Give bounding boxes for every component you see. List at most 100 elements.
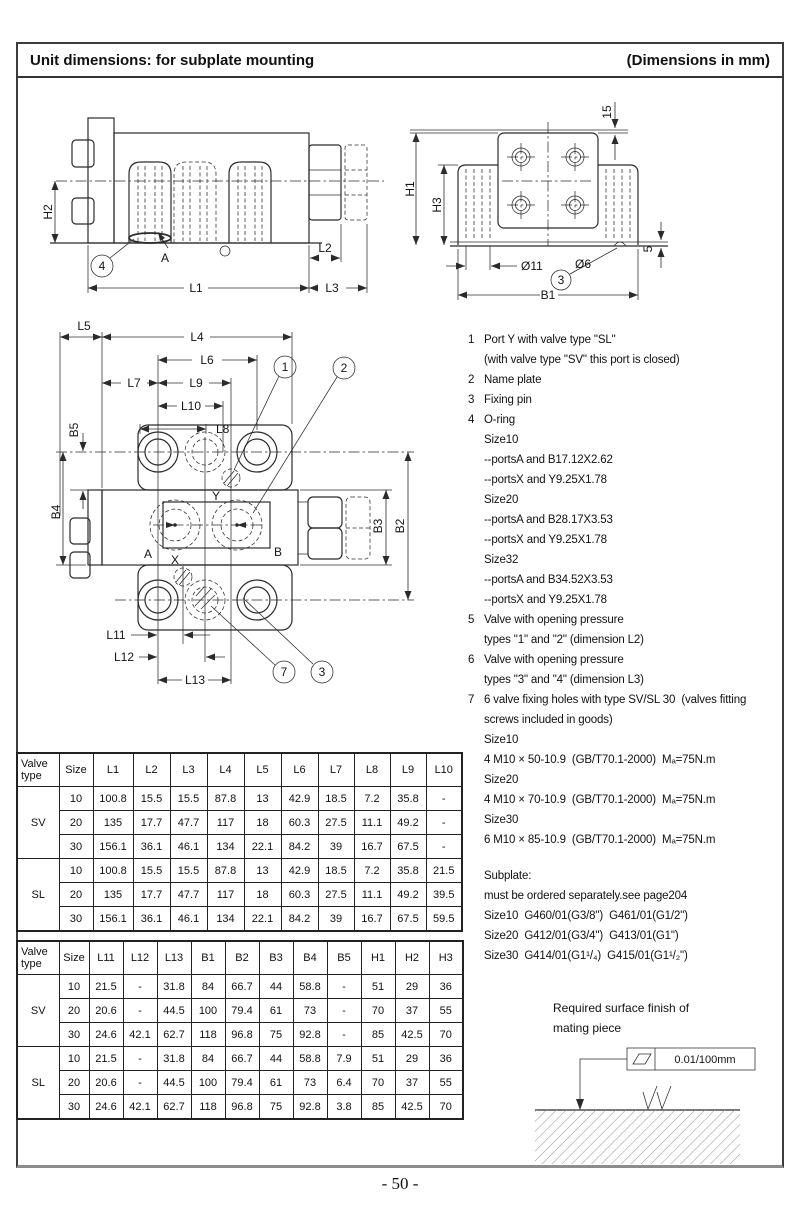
dimension-cell: 7.2: [353, 786, 391, 811]
callout-4: 4: [99, 259, 106, 273]
dim-label-dia6: Ø6: [575, 257, 591, 271]
note-line: Size20 G412/01(G3/4") G413/01(G1"): [468, 926, 790, 946]
dimension-cell: 117: [206, 810, 245, 835]
note-text: --portsA and B28.17X3.53: [484, 514, 613, 526]
dimension-cell: 134: [206, 834, 245, 859]
dimension-cell: 36.1: [132, 906, 171, 932]
note-text: --portsX and Y9.25X1.78: [484, 534, 607, 546]
note-text: --portsA and B17.12X2.62: [484, 454, 613, 466]
dimension-cell: 21.5: [425, 858, 463, 883]
note-text: Fixing pin: [484, 394, 532, 406]
column-header: L2: [132, 752, 171, 787]
callout-2: 2: [341, 361, 348, 375]
units-label: (Dimensions in mm): [626, 51, 770, 69]
note-number: 2: [468, 374, 475, 386]
dimension-cell: 7.2: [353, 858, 391, 883]
column-header: L4: [206, 752, 245, 787]
dimension-cell: 44.5: [156, 1070, 192, 1095]
note-number: [468, 906, 484, 926]
note-text: Size30 G414/01(G1¹/₄) G415/01(G1¹/₂"): [484, 950, 688, 962]
dimension-cell: 30: [58, 1094, 90, 1120]
dimension-cell: 20.6: [88, 998, 124, 1023]
dimension-cell: 39.5: [425, 882, 463, 907]
dimension-cell: 20: [58, 1070, 90, 1095]
column-header: L3: [169, 752, 208, 787]
note-text: O-ring: [484, 414, 516, 426]
column-header: H3: [428, 940, 464, 975]
note-text: 4 M10 × 70-10.9 (GB/T70.1-2000) Mₐ=75N.m: [484, 794, 716, 806]
callout-circle-1: [273, 355, 297, 379]
dimension-cell: 42.1: [122, 1022, 158, 1047]
callout-circle-3b: [310, 660, 334, 684]
dimension-cell: 29: [394, 1046, 430, 1071]
dimension-cell: 15.5: [132, 858, 171, 883]
dimension-cell: 3.8: [326, 1094, 362, 1120]
note-number: [468, 530, 484, 550]
dimension-cell: -: [326, 974, 362, 999]
surface-finish-drawing: 0.01/100mm: [535, 1047, 756, 1164]
o-ring: [128, 232, 172, 244]
note-number: [468, 750, 484, 770]
port-label-y: Y: [212, 489, 220, 503]
flatness-tolerance: 0.01/100mm: [674, 1054, 735, 1066]
pin-hole-notch: [613, 241, 627, 247]
dim-label-l6: L6: [200, 353, 214, 367]
dimension-cell: 100.8: [92, 786, 134, 811]
dimension-cell: -: [326, 998, 362, 1023]
dimension-cell: 134: [206, 906, 245, 932]
note-text: Size20: [484, 494, 519, 506]
roughness-icon: [642, 1085, 658, 1111]
dimension-cell: 156.1: [92, 906, 134, 932]
end-view-outline: [410, 122, 668, 247]
note-line: Size20: [468, 490, 790, 510]
dimension-cell: 75: [258, 1022, 294, 1047]
dimension-cell: 22.1: [243, 834, 282, 859]
note-text: Port Y with valve type "SL": [484, 334, 616, 346]
note-line: screws included in goods): [468, 710, 790, 730]
note-number: 3: [468, 394, 475, 406]
dimension-cell: 18: [243, 810, 282, 835]
dimension-cell: 11.1: [353, 882, 391, 907]
note-text: Size20 G412/01(G3/4") G413/01(G1"): [484, 930, 679, 942]
end-view-drawing: H1 H3 15 5 Ø11 3 Ø6 B1: [403, 102, 668, 302]
callout-circle-7: [272, 660, 296, 684]
column-header: Valve type: [16, 752, 60, 787]
surface-finish-line1: Required surface finish of: [553, 1001, 690, 1015]
dimension-cell: 20.6: [88, 1070, 124, 1095]
dim-label-l4: L4: [190, 330, 204, 344]
note-number: [468, 670, 484, 690]
dim-label-l5: L5: [77, 319, 91, 333]
page-number: - 50 -: [381, 1174, 419, 1193]
dimension-cell: -: [425, 834, 463, 859]
column-header: L7: [317, 752, 355, 787]
dimension-cell: 44: [258, 974, 294, 999]
dimension-cell: 10: [58, 974, 90, 999]
dimension-cell: 36: [428, 1046, 464, 1071]
dimension-cell: 75: [258, 1094, 294, 1120]
dimension-cell: 29: [394, 974, 430, 999]
note-text: Size30: [484, 814, 519, 826]
note-text: Size10 G460/01(G3/8") G461/01(G1/2"): [484, 910, 688, 922]
dimension-cell: 24.6: [88, 1094, 124, 1120]
note-line: --portsA and B28.17X3.53: [468, 510, 790, 530]
callout-circle-3: [550, 269, 572, 291]
flatness-icon: [632, 1053, 652, 1065]
top-view-dimensions: L5 L4 L6 L7 L9 L10 L8 B5 B4 B3: [49, 319, 412, 687]
dimension-cell: 87.8: [206, 786, 245, 811]
note-number: 1: [468, 334, 475, 346]
dimension-cell: 44: [258, 1046, 294, 1071]
dimension-cell: 20: [58, 810, 94, 835]
note-text: Valve with opening pressure: [484, 654, 624, 666]
page-title: Unit dimensions: for subplate mounting: [30, 51, 315, 69]
note-number: [468, 550, 484, 570]
dim-label-b5: B5: [67, 422, 81, 437]
dimension-cell: 18: [243, 882, 282, 907]
note-number: 5: [468, 614, 475, 626]
